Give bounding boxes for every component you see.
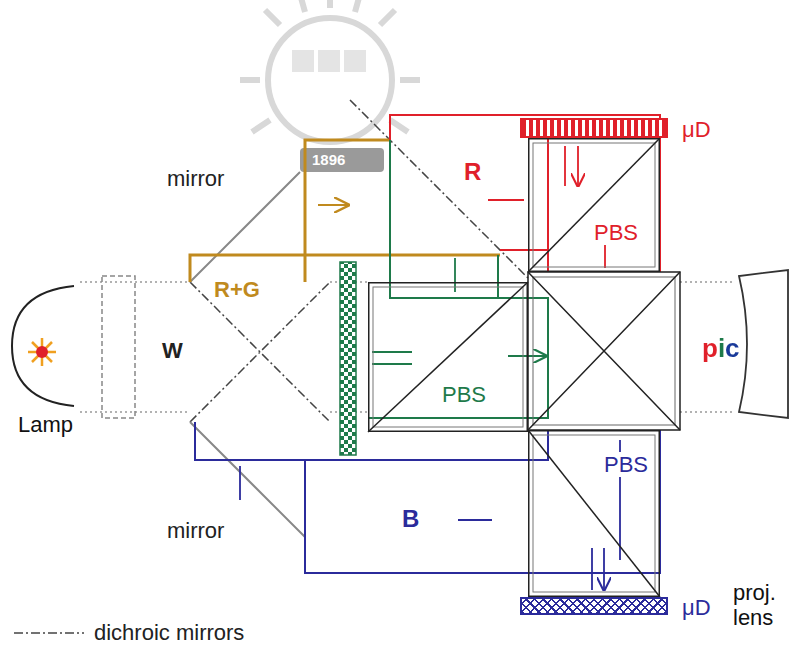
image-label: pic (702, 333, 740, 363)
red-arrow (488, 146, 605, 268)
cube-label: PBS (602, 452, 650, 477)
beam-splitter-diagonal (528, 138, 660, 272)
shape-outline (368, 282, 528, 432)
part-label: μD (680, 117, 713, 142)
lamp-rays (28, 338, 56, 366)
pbs-cube: PBS (528, 138, 660, 272)
legend-line-sample (12, 623, 86, 643)
cube-outline (529, 431, 660, 597)
red-beam (390, 115, 660, 272)
blue-arrow (240, 440, 620, 590)
green-arrow (372, 258, 546, 364)
beam-label: W (160, 338, 185, 363)
beam-splitter-diagonal (528, 430, 660, 597)
part-label: μD (680, 595, 713, 620)
combiner-cube (528, 272, 680, 430)
cube-outline (369, 283, 528, 432)
rg-beam (190, 140, 500, 282)
green-beam (368, 140, 548, 418)
lamp: Lamp (8, 282, 80, 410)
fold-mirror (190, 172, 305, 537)
part-label: mirror (165, 518, 226, 543)
part-label: mirror (165, 166, 226, 191)
micro-display: μD (520, 597, 668, 615)
pbs-cube: PBS (368, 282, 528, 432)
legend-row: dichroic mirrors (12, 620, 244, 646)
beam-splitter-diagonal (368, 282, 528, 432)
beam-label: R (462, 158, 483, 186)
projection-lens: proj. lens (733, 268, 791, 420)
cube-label: PBS (440, 382, 488, 407)
pbs-cube: PBS (528, 430, 660, 597)
cube-outline (529, 139, 660, 272)
cube-label: PBS (592, 220, 640, 245)
dichroic-mirror (190, 100, 528, 422)
shape-outline (522, 120, 670, 140)
beam-label: R+G (212, 277, 262, 302)
green-microdisplay (340, 262, 356, 455)
lamp-bulb (36, 346, 48, 358)
part-label: proj. lens (733, 580, 791, 631)
blue-beam (195, 422, 660, 573)
shape-outline (528, 138, 660, 272)
beam-label: B (400, 505, 421, 533)
reflector (12, 286, 74, 406)
part-label: Lamp (16, 412, 75, 437)
dash-dot-line (14, 632, 84, 634)
filter-box (102, 276, 135, 418)
shape-outline (733, 268, 791, 420)
shape-outline (8, 282, 80, 410)
rg-arrow (318, 204, 348, 206)
image-label: pic (700, 334, 742, 364)
lens-outline (739, 270, 788, 418)
lamp-beam (80, 282, 735, 412)
shape-outline (522, 599, 670, 617)
legend-text: dichroic mirrors (94, 620, 244, 646)
micro-display: μD (520, 118, 668, 138)
watermark-logo (240, 0, 420, 172)
watermark-text: 1896 (310, 151, 347, 168)
